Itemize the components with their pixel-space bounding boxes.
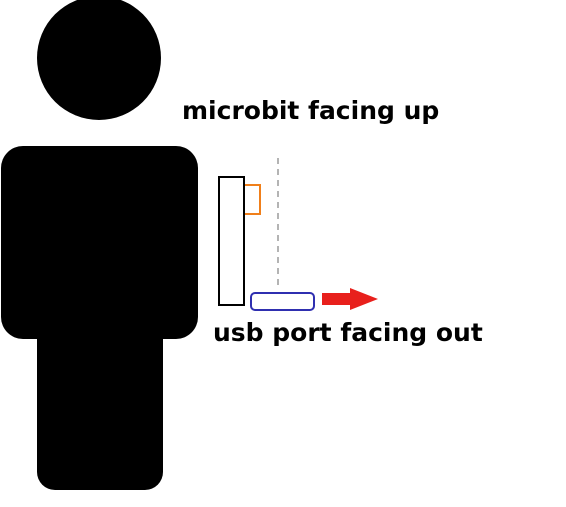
microbit-facing-label: microbit facing up [182, 96, 440, 125]
person-silhouette-icon [1, 0, 198, 490]
microbit-connector [245, 184, 261, 215]
arrow-right-icon [322, 288, 378, 310]
usb-facing-label: usb port facing out [213, 318, 483, 347]
person-head [37, 0, 161, 120]
microbit-board [218, 176, 245, 306]
person-torso [1, 146, 198, 339]
usb-port [250, 292, 315, 311]
person-legs [37, 300, 163, 490]
